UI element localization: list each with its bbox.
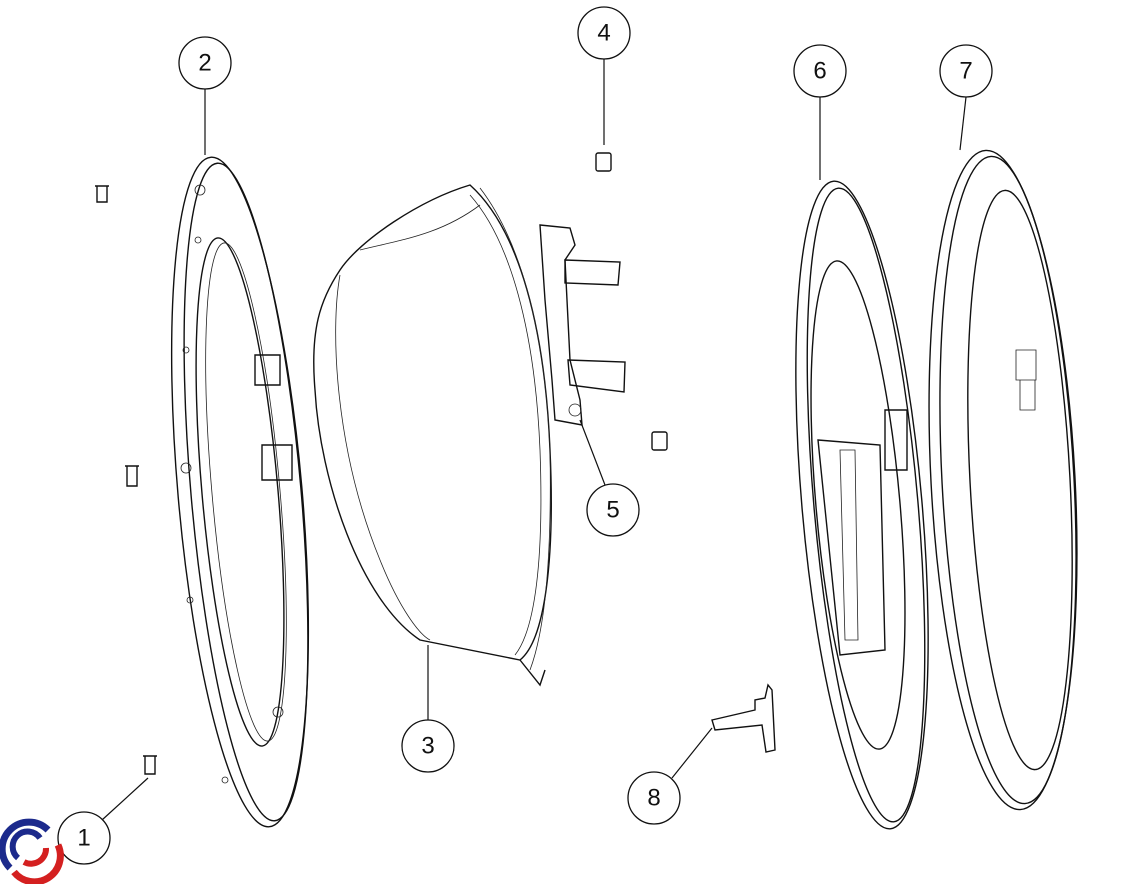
- callout-6: 6: [793, 44, 847, 98]
- callout-7: 7: [939, 44, 993, 98]
- part-3-door-glass: [313, 184, 552, 687]
- callout-5: 5: [586, 483, 640, 537]
- svg-text:3: 3: [421, 733, 434, 760]
- leader-lines: [101, 59, 967, 821]
- part-8-latch: [711, 683, 776, 753]
- callout-4: 4: [577, 6, 631, 60]
- svg-text:6: 6: [813, 58, 826, 85]
- svg-text:1: 1: [77, 825, 90, 852]
- svg-text:2: 2: [198, 50, 211, 77]
- callout-1: 1: [57, 811, 111, 865]
- callout-3: 3: [401, 719, 455, 773]
- part-7-outer-frame: [928, 149, 1078, 811]
- part-4-spacers: [595, 152, 668, 451]
- part-6-inner-frame: [795, 180, 929, 830]
- svg-text:4: 4: [597, 20, 610, 47]
- svg-text:8: 8: [647, 785, 660, 812]
- svg-text:5: 5: [606, 497, 619, 524]
- part-5-hinge: [539, 224, 626, 426]
- part-1-plugs: [95, 185, 157, 775]
- brand-logo: [0, 818, 64, 884]
- svg-text:7: 7: [959, 58, 972, 85]
- callout-8: 8: [627, 771, 681, 825]
- part-2-front-ring: [170, 156, 310, 828]
- callout-2: 2: [178, 36, 232, 90]
